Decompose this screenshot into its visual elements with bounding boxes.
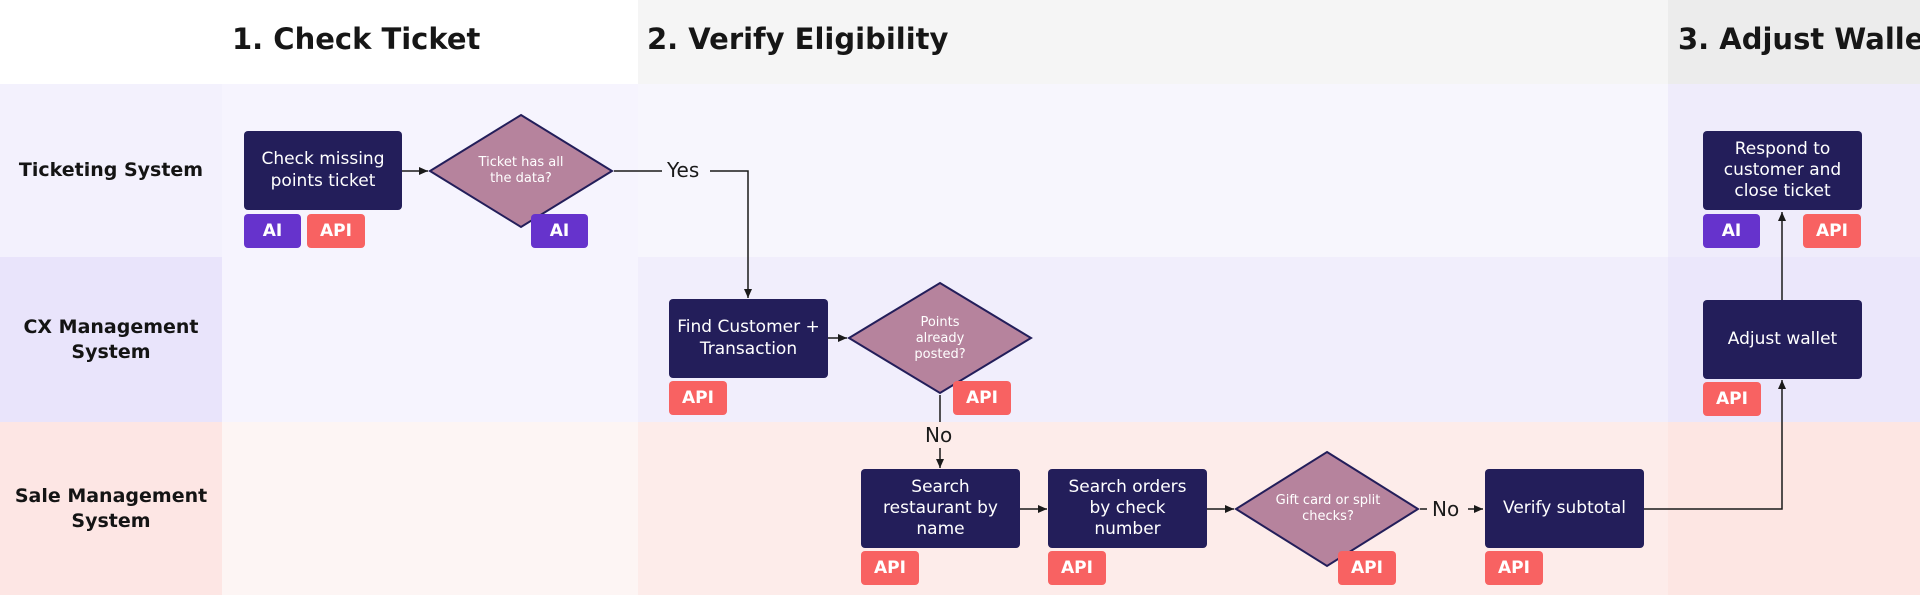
column-header-adjust-wallet: 3. Adjust Wallet [1678, 22, 1920, 56]
tag-ai-ticket-decision: AI [531, 214, 588, 248]
header-col-1 [222, 0, 638, 84]
lane-bg-cx-col1 [222, 257, 638, 422]
decision-diamond-gift-card [1234, 450, 1420, 568]
lane-label-bg-cx [0, 257, 222, 422]
node-verify-subtotal: Verify subtotal [1485, 469, 1644, 548]
lane-label-bg-ticketing [0, 84, 222, 257]
edge-label-no-right: No [1432, 497, 1460, 521]
lane-bg-sale-col1 [222, 422, 638, 595]
column-header-check-ticket: 1. Check Ticket [232, 22, 481, 56]
tag-ai-check-missing: AI [244, 214, 301, 248]
node-search-orders-by-check-number: Search orders by check number [1048, 469, 1207, 548]
lane-bg-ticketing-col2 [638, 84, 1668, 257]
lane-label-cx-management-system: CX Management System [23, 315, 199, 363]
tag-api-find-customer: API [669, 381, 727, 415]
tag-api-respond: API [1803, 214, 1861, 248]
tag-ai-respond: AI [1703, 214, 1760, 248]
tag-api-points-decision: API [953, 381, 1011, 415]
tag-api-search-orders: API [1048, 551, 1106, 585]
lane-label-ticketing-system: Ticketing System [18, 159, 204, 182]
edge-verify-to-adjust-wallet [1643, 380, 1786, 510]
header-col-3 [1668, 0, 1920, 84]
tag-api-check-missing: API [307, 214, 365, 248]
lane-label-sale-management-system: Sale Management System [14, 484, 208, 532]
tag-api-search-restaurant: API [861, 551, 919, 585]
node-respond-to-customer: Respond to customer and close ticket [1703, 131, 1862, 210]
tag-api-gift-decision: API [1338, 551, 1396, 585]
decision-diamond-ticket-data [428, 113, 614, 229]
decision-text-points-posted: Points already posted? [914, 314, 966, 363]
node-find-customer-transaction: Find Customer + Transaction [669, 299, 828, 378]
tag-api-adjust-wallet: API [1703, 382, 1761, 416]
edge-label-yes: Yes [667, 158, 700, 182]
tag-api-verify-subtotal: API [1485, 551, 1543, 585]
column-header-verify-eligibility: 2. Verify Eligibility [647, 22, 949, 56]
header-col-2 [638, 0, 1668, 84]
decision-diamond-points-posted [847, 281, 1033, 395]
node-search-restaurant-by-name: Search restaurant by name [861, 469, 1020, 548]
node-check-missing-points-ticket: Check missing points ticket [244, 131, 402, 210]
decision-text-gift-card: Gift card or split checks? [1275, 492, 1381, 524]
decision-text-ticket-data: Ticket has all the data? [478, 154, 564, 186]
node-adjust-wallet: Adjust wallet [1703, 300, 1862, 379]
lane-label-bg-sale [0, 422, 222, 595]
edge-label-no-down: No [925, 423, 953, 447]
header-corner [0, 0, 222, 84]
edge-decision-yes-to-find [614, 170, 748, 298]
